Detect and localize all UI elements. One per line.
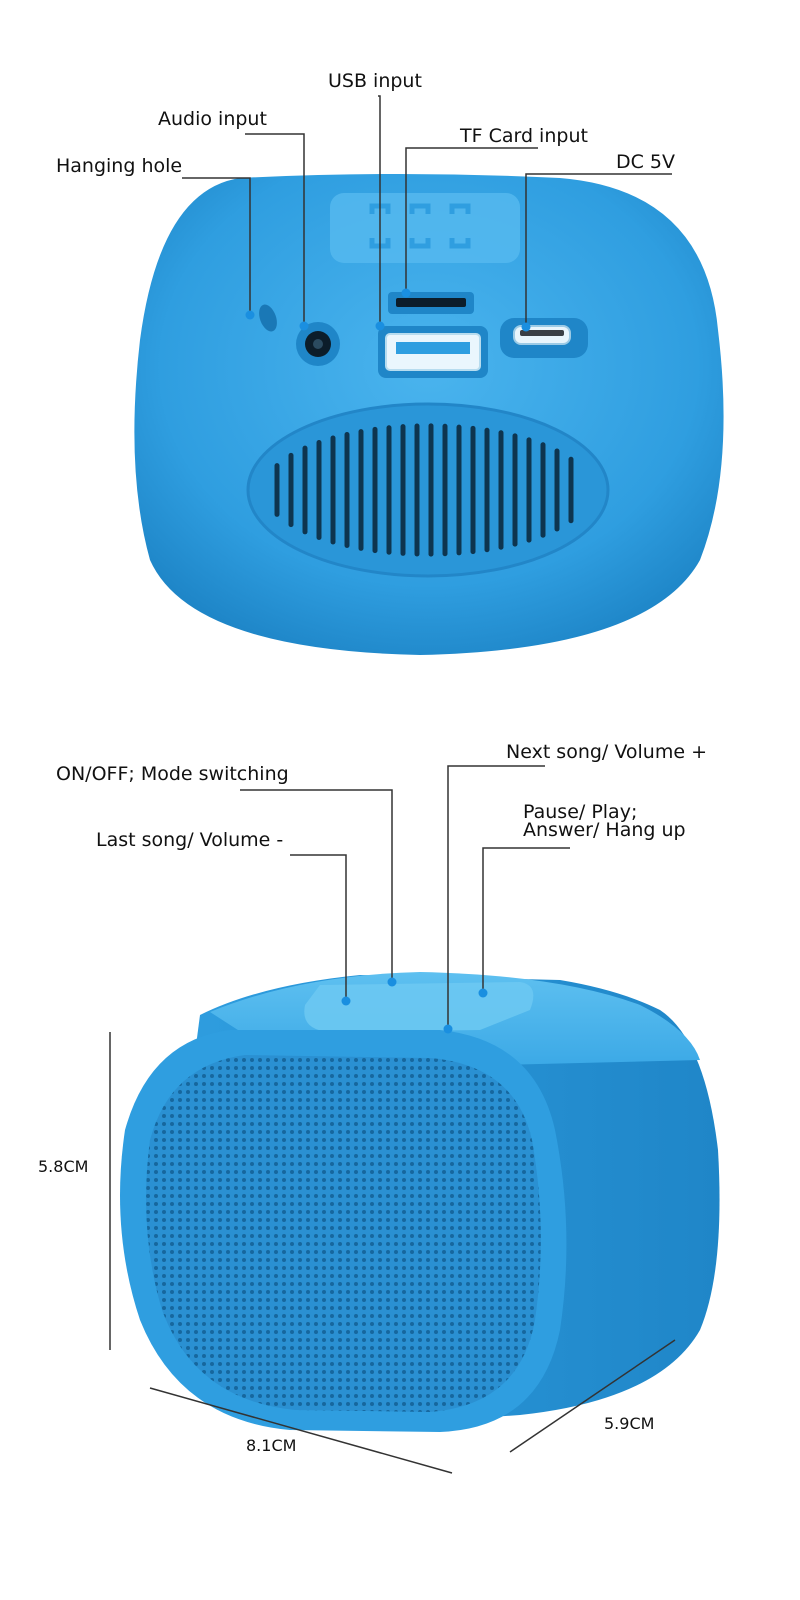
dimension-lines <box>109 1032 676 1474</box>
grille-slot <box>498 430 504 550</box>
callout-lines-front <box>240 765 570 1028</box>
grille-slot <box>372 426 378 554</box>
grille-slot <box>484 427 490 553</box>
grille-slot <box>358 429 364 551</box>
grille-slots <box>274 423 574 557</box>
grille-slot <box>400 424 406 556</box>
grille-slot <box>386 425 392 555</box>
grille-slot <box>540 442 546 538</box>
callout-lines <box>182 95 672 326</box>
grille-slot <box>568 456 574 524</box>
hanging-hole <box>259 304 277 332</box>
label-tf-card-input: TF Card input <box>460 125 588 147</box>
top-button-panel <box>304 982 534 1032</box>
grille-slot <box>316 440 322 540</box>
grille-slot <box>526 437 532 543</box>
grille-slot <box>554 448 560 532</box>
grille-slot <box>288 452 294 528</box>
grille-slot <box>428 423 434 557</box>
speaker-back-view <box>134 95 724 655</box>
grille-slot <box>330 435 336 545</box>
grille-slot <box>414 423 420 557</box>
back-grille <box>246 402 610 578</box>
dimension-depth: 5.9CM <box>604 1414 655 1433</box>
grille-slot <box>302 445 308 535</box>
callout-dots <box>245 288 531 332</box>
label-pause-play: Pause/ Play; <box>523 801 638 823</box>
front-grille-mesh <box>146 1055 541 1412</box>
label-answer-hangup: Answer/ Hang up <box>523 819 686 841</box>
label-audio-input: Audio input <box>158 108 267 130</box>
dimension-height: 5.8CM <box>38 1157 89 1176</box>
speaker-front-view <box>109 765 720 1474</box>
grille-slot <box>274 463 280 517</box>
label-hanging-hole: Hanging hole <box>56 155 183 177</box>
label-next-song: Next song/ Volume + <box>506 741 707 763</box>
grille-slot <box>470 425 476 555</box>
grille-slot <box>512 433 518 547</box>
grille-slot <box>442 423 448 557</box>
dimension-width: 8.1CM <box>246 1436 297 1455</box>
label-usb-input: USB input <box>328 70 422 92</box>
label-last-song: Last song/ Volume - <box>96 829 284 851</box>
label-on-off: ON/OFF; Mode switching <box>56 763 289 785</box>
grille-slot <box>344 431 350 549</box>
grille-slot <box>456 424 462 556</box>
label-dc-5v: DC 5V <box>616 151 676 173</box>
callout-dots-front <box>341 977 488 1034</box>
